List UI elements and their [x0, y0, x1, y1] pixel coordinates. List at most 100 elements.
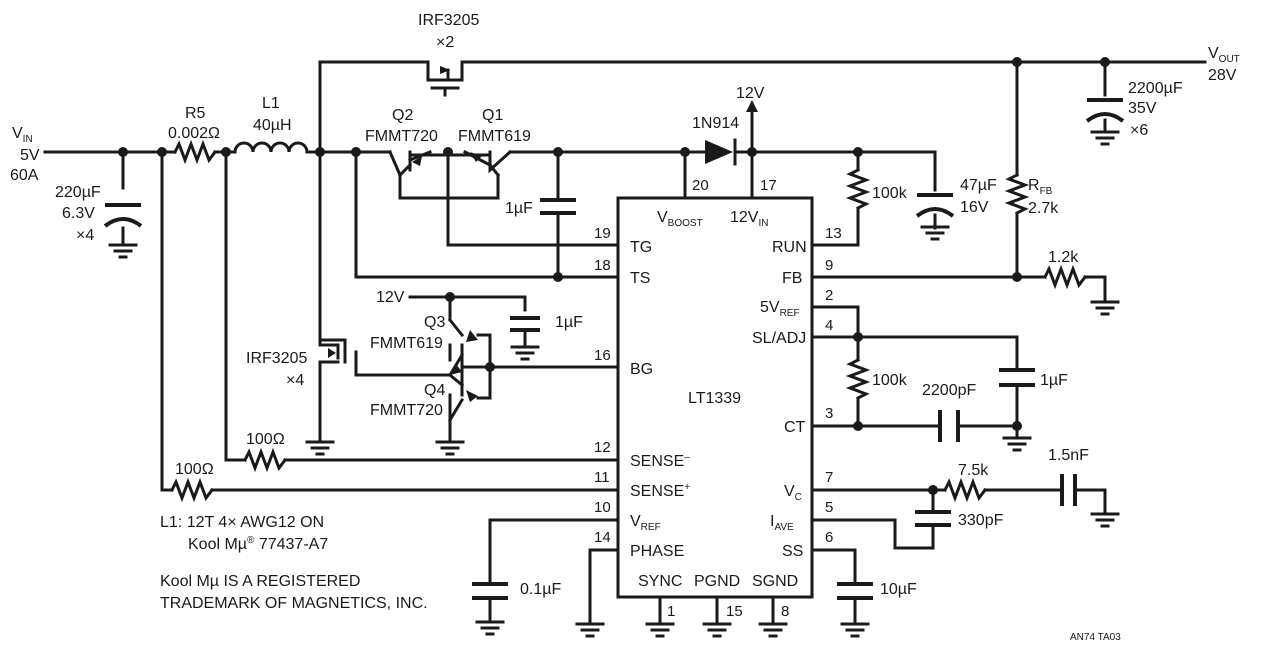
ss-capacitor — [837, 582, 873, 638]
r-fb2-value: 1.2k — [1048, 249, 1079, 266]
cap-47uf — [915, 193, 955, 241]
svg-text:11: 11 — [594, 469, 610, 486]
svg-text:17: 17 — [760, 177, 777, 194]
svg-text:PHASE: PHASE — [630, 543, 684, 560]
rfb-label: RFB — [1028, 177, 1053, 197]
q1-part: FMMT619 — [458, 128, 531, 145]
input-capacitor — [103, 203, 143, 259]
svg-text:5VREF: 5VREF — [760, 299, 800, 319]
rfb-value: 2.7k — [1028, 200, 1059, 217]
q3-q4-transistors — [447, 317, 492, 423]
c-in-value: 220µF — [55, 184, 101, 201]
svg-text:IAVE: IAVE — [770, 513, 794, 533]
q-bot-mult: ×4 — [286, 372, 304, 389]
d1-part: 1N914 — [692, 115, 739, 132]
r5-resistor — [172, 139, 218, 165]
ic-lt1339 — [616, 196, 814, 599]
svg-text:4: 4 — [825, 317, 833, 334]
vin-label: VIN — [12, 125, 33, 145]
c47-value: 47µF — [960, 177, 997, 194]
sl-resistor — [845, 357, 871, 401]
junction-dots — [118, 57, 1110, 495]
svg-text:BG: BG — [630, 361, 653, 378]
svg-text:18: 18 — [594, 257, 611, 274]
boost-capacitor — [540, 198, 576, 215]
svg-text:VC: VC — [784, 483, 802, 503]
rail-12v: 12V — [736, 85, 765, 102]
bottom-mosfet — [318, 338, 358, 377]
svg-text:2: 2 — [825, 287, 833, 304]
c-vc1-value: 330pF — [958, 512, 1004, 529]
svg-text:TG: TG — [630, 239, 652, 256]
svg-text:CT: CT — [784, 419, 806, 436]
c-out-mult: ×6 — [1130, 122, 1148, 139]
r5-value: 0.002Ω — [168, 125, 220, 142]
q4-ref: Q4 — [424, 382, 445, 399]
c-in-voltage: 6.3V — [62, 205, 95, 222]
vref-capacitor — [472, 582, 508, 636]
l1-inductor — [233, 141, 309, 154]
vin-volts: 5V — [20, 147, 40, 164]
rail-12v-arrow — [746, 100, 758, 112]
svg-text:SYNC: SYNC — [638, 573, 682, 590]
q4-part: FMMT720 — [370, 402, 443, 419]
note-l1-line1: L1: 12T 4× AWG12 ON — [160, 514, 324, 531]
vin-amps: 60A — [10, 167, 39, 184]
ic-name: LT1339 — [688, 390, 741, 407]
svg-text:FB: FB — [782, 270, 802, 287]
l1-ref: L1 — [262, 95, 280, 112]
c-boot-value: 1µF — [505, 200, 533, 217]
svg-text:9: 9 — [825, 257, 833, 274]
vc-capacitor-1n5 — [1060, 474, 1120, 528]
svg-text:VREF: VREF — [630, 513, 661, 533]
c-ct-value: 2200pF — [922, 382, 976, 399]
svg-text:TS: TS — [630, 270, 650, 287]
svg-text:19: 19 — [594, 225, 611, 242]
svg-text:PGND: PGND — [694, 573, 740, 590]
r-run-value: 100k — [872, 185, 908, 202]
c47-voltage: 16V — [960, 199, 989, 216]
l1-value: 40µH — [253, 117, 292, 134]
svg-text:7: 7 — [825, 469, 833, 486]
svg-text:SGND: SGND — [752, 573, 798, 590]
svg-text:10: 10 — [594, 499, 611, 516]
svg-text:8: 8 — [781, 603, 789, 620]
q2-ref: Q2 — [392, 107, 413, 124]
svg-text:SL/ADJ: SL/ADJ — [752, 330, 806, 347]
note-l1-line2: Kool Mµ® 77437-A7 — [188, 535, 328, 553]
sense-pos-resistor — [169, 477, 215, 503]
c-out-voltage: 35V — [1128, 100, 1157, 117]
svg-text:RUN: RUN — [772, 239, 807, 256]
svg-text:13: 13 — [825, 225, 842, 242]
ct-capacitor — [938, 410, 960, 442]
svg-text:15: 15 — [726, 603, 743, 620]
vc-capacitor-330p — [915, 510, 951, 527]
svg-text:20: 20 — [692, 177, 709, 194]
diode-1n914 — [705, 138, 737, 166]
svg-text:12: 12 — [594, 439, 611, 456]
q1-q2-transistors — [388, 149, 513, 178]
vc-resistor — [942, 477, 988, 503]
c-out-value: 2200µF — [1128, 80, 1183, 97]
c-ss-value: 10µF — [880, 581, 917, 598]
note-tm-line1: Kool Mµ IS A REGISTERED — [160, 573, 360, 590]
svg-text:1: 1 — [667, 603, 675, 620]
q2-part: FMMT720 — [365, 128, 438, 145]
figure-id: AN74 TA03 — [1070, 632, 1121, 643]
svg-text:SENSE+: SENSE+ — [630, 482, 690, 500]
q1-ref: Q1 — [482, 107, 503, 124]
sl-capacitor — [999, 368, 1035, 452]
svg-text:16: 16 — [594, 347, 611, 364]
run-resistor — [845, 167, 871, 211]
c-sl-value: 1µF — [1040, 372, 1068, 389]
c-in-mult: ×4 — [76, 227, 94, 244]
sense-neg-resistor — [242, 447, 288, 473]
svg-text:SS: SS — [782, 543, 803, 560]
svg-text:SENSE–: SENSE– — [630, 452, 690, 470]
q-top-part: IRF3205 — [418, 12, 479, 29]
svg-text:12VIN: 12VIN — [730, 209, 768, 229]
vout-volts: 28V — [1208, 67, 1237, 84]
r-sense-pos-value: 100Ω — [175, 461, 214, 478]
